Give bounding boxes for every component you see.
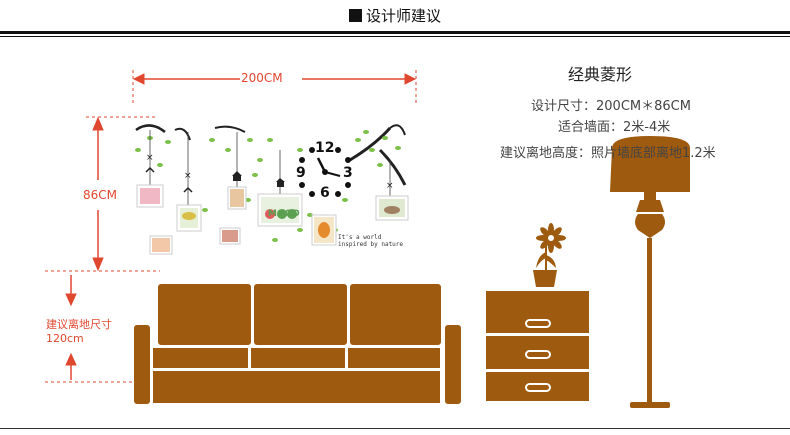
arrow-left-icon: [132, 73, 145, 85]
section-header: 设计师建议: [0, 0, 790, 38]
width-dimension: [132, 70, 417, 105]
install-height-label: 建议离地尺寸 120cm: [46, 318, 112, 346]
bottom-rule: [0, 428, 790, 429]
potted-plant: [533, 223, 566, 287]
sticker-caption-line2: inspired by nature: [338, 241, 403, 248]
ornaments: × × ×: [145, 153, 394, 201]
height-dimension: [45, 116, 160, 272]
flower-icon: [536, 223, 566, 253]
clock-number-6: 6: [320, 185, 330, 201]
arrow-up-icon: [92, 116, 104, 131]
install-height-dimension: [45, 275, 160, 383]
header-rule-thin: [0, 36, 790, 37]
sticker-mood-word: MOOD: [268, 209, 300, 219]
sticker-caption-line1: It's a world: [338, 234, 382, 241]
width-label: 200CM: [241, 71, 283, 85]
section-title: 设计师建议: [365, 7, 441, 25]
svg-text:×: ×: [146, 153, 154, 163]
svg-text:×: ×: [386, 181, 394, 191]
spec-height: 建议离地高度：照片墙底部离地1.2米: [500, 146, 716, 161]
svg-text:×: ×: [184, 171, 192, 181]
square-bullet-icon: [348, 9, 362, 22]
drawer-handle-2: [525, 350, 551, 359]
clock-number-3: 3: [343, 165, 353, 181]
spec-wall: 适合墙面：2米-4米: [558, 120, 671, 135]
floor-lamp: [610, 136, 690, 408]
spec-size: 设计尺寸：200CM＊86CM: [531, 99, 691, 114]
clock-number-12: 12: [315, 140, 334, 156]
arrow-up-small-icon: [65, 352, 77, 366]
arrow-down-small-icon: [65, 293, 77, 307]
sofa: [132, 282, 463, 406]
cabinet: [486, 291, 589, 401]
wall-sticker: × × ×: [135, 124, 409, 255]
height-label: 86CM: [83, 188, 118, 202]
photo-frames: [136, 184, 409, 255]
clock-dots: [299, 147, 351, 197]
section-title-wrap: 设计师建议: [0, 5, 790, 26]
clock-number-9: 9: [296, 165, 306, 181]
drawer-handle-3: [525, 383, 551, 392]
install-height-label-line2: 120cm: [46, 332, 84, 345]
wall-clock: 12 3 6 9: [296, 140, 353, 201]
arrow-down-icon: [92, 257, 104, 272]
drawer-handle-1: [525, 319, 551, 328]
spec-heading: 经典菱形: [568, 65, 633, 84]
install-height-label-line1: 建议离地尺寸: [46, 318, 112, 331]
arrow-right-icon: [404, 73, 417, 85]
header-rule-thick: [0, 31, 790, 34]
